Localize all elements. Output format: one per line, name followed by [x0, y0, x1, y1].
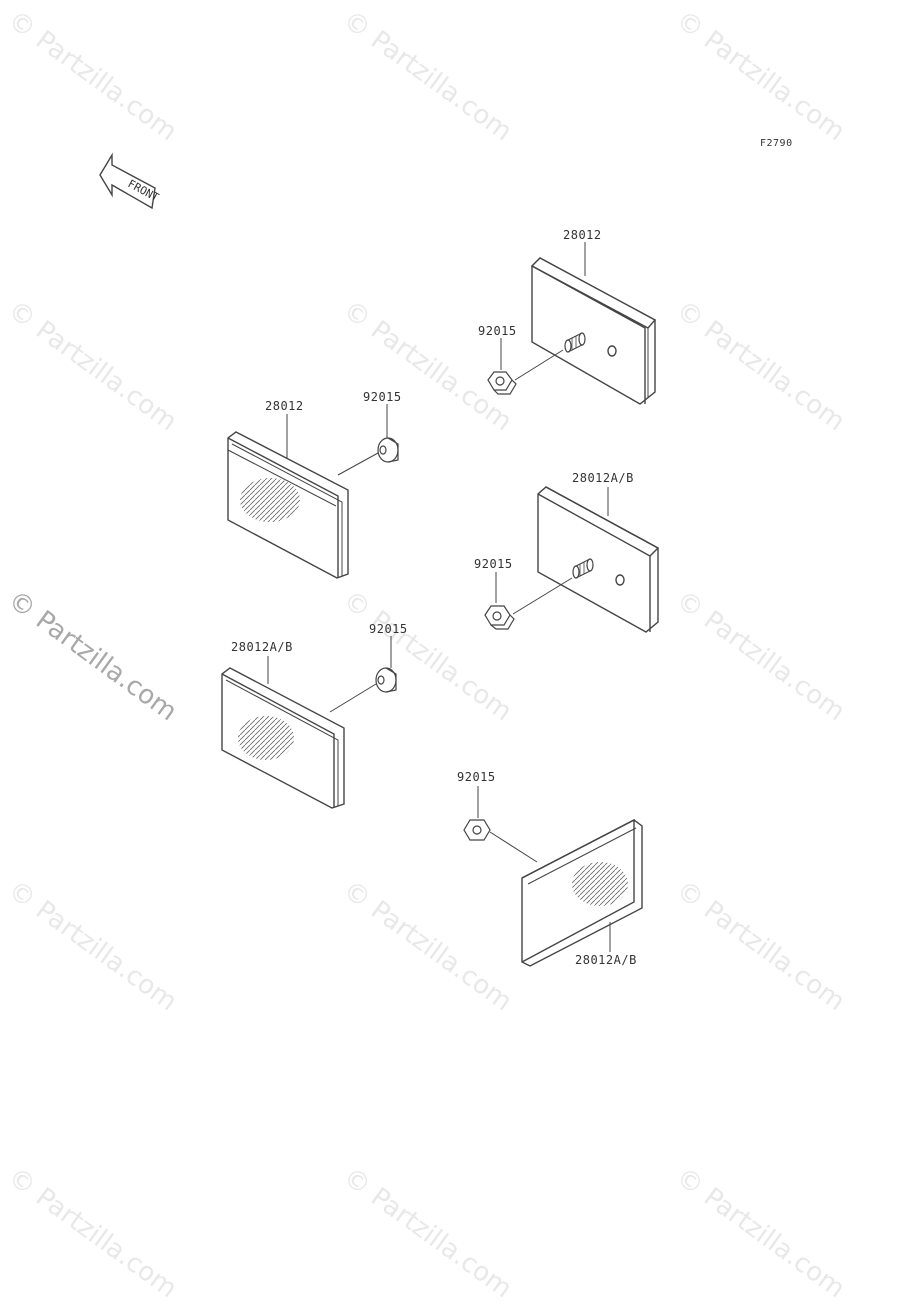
reflector-mid-right [537, 486, 660, 633]
stud [572, 558, 594, 579]
part-label-reflector-mid-right: 28012A/B [572, 471, 634, 485]
reflector-upper-left [227, 431, 349, 579]
stud [564, 332, 586, 353]
reflector-lower-left [221, 667, 345, 809]
nut-bottom-right [463, 819, 491, 841]
part-label-reflector-lower-left: 28012A/B [231, 640, 293, 654]
figure-code: F2790 [760, 138, 793, 149]
part-label-reflector-top-right: 28012 [563, 228, 602, 242]
nut-top-right [487, 371, 517, 395]
front-arrow-icon: FRONT [99, 152, 161, 210]
part-label-nut-mid-right: 92015 [474, 557, 513, 571]
part-label-nut-bottom-right: 92015 [457, 770, 496, 784]
parts-diagram: FRONT [99, 152, 660, 967]
nut-lower-left [375, 667, 397, 693]
part-label-reflector-bottom-right: 28012A/B [575, 953, 637, 967]
nut-mid-right [484, 605, 515, 630]
reflector-top-right [530, 257, 657, 405]
part-label-nut-upper-left: 92015 [363, 390, 402, 404]
part-label-nut-top-right: 92015 [478, 324, 517, 338]
part-label-reflector-upper-left: 28012 [265, 399, 304, 413]
reflector-bottom-right [521, 818, 643, 967]
part-label-nut-lower-left: 92015 [369, 622, 408, 636]
nut-upper-left [377, 437, 399, 463]
